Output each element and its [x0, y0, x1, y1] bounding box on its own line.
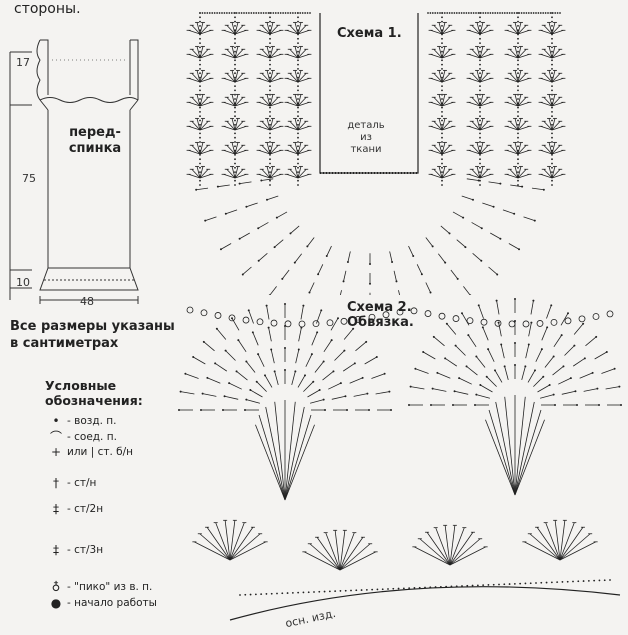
top-text: стороны.: [14, 1, 81, 17]
legend-item-text: - "пико" из в. п.: [67, 581, 153, 593]
scheme1-chart: [186, 12, 566, 295]
garment-label-line1: перед-: [69, 125, 121, 140]
legend-item-text: - ст/2н: [67, 503, 104, 515]
legend-item: ● - начало работы: [45, 596, 157, 610]
scheme2-title-line1: Схема 2.: [347, 300, 412, 315]
dot-icon: •: [52, 414, 60, 428]
slip-stitch-icon: ⌒: [49, 430, 62, 444]
legend-item: ♁ - "пико" из в. п.: [45, 580, 153, 594]
sizes-note: Все размеры указаны в сантиметрах: [10, 318, 175, 352]
fabric-label-line3: ткани: [350, 144, 382, 155]
scheme2-title: Схема 2. Обвязка.: [347, 300, 414, 330]
garment-outline: [9, 39, 139, 304]
scheme2-chart: [178, 298, 622, 621]
legend-item: ‡ - ст/2н: [45, 502, 103, 516]
sizes-note-line2: в сантиметрах: [10, 336, 119, 351]
legend-title-line2: обозначения:: [45, 393, 143, 408]
sizes-note-line1: Все размеры указаны: [10, 319, 175, 334]
legend-item-text: - ст/н: [67, 477, 97, 489]
fabric-label-line2: из: [360, 132, 372, 143]
legend-item-text: - ст/3н: [67, 544, 104, 556]
legend-item-text: или | ст. б/н: [67, 446, 134, 458]
legend: Условные обозначения: • - возд. п. ⌒ - с…: [45, 378, 205, 610]
dim-body: 75: [22, 172, 36, 185]
legend-item-text: - начало работы: [67, 597, 157, 609]
picot-icon: ♁: [51, 580, 61, 594]
fabric-label: деталь из ткани: [336, 120, 396, 156]
single-crochet-icon: +: [50, 445, 62, 459]
legend-item: • - возд. п.: [45, 414, 116, 428]
legend-item: ‡ - ст/3н: [45, 543, 103, 557]
garment-label: перед- спинка: [60, 125, 130, 157]
legend-item: ⌒ - соед. п.: [45, 428, 117, 445]
legend-item-text: - соед. п.: [67, 430, 117, 443]
scheme2-title-line2: Обвязка.: [347, 315, 414, 330]
start-dot-icon: ●: [50, 596, 62, 610]
legend-item: † - ст/н: [45, 476, 96, 490]
scheme1-title: Схема 1.: [337, 26, 402, 41]
dim-top: 17: [16, 56, 30, 69]
treble-crochet-icon: ‡: [53, 502, 59, 516]
legend-item: + или | ст. б/н: [45, 445, 133, 459]
dim-width: 48: [80, 295, 94, 308]
legend-title: Условные обозначения:: [45, 378, 205, 408]
double-crochet-icon: †: [53, 476, 59, 490]
triple-crochet-icon: ‡: [53, 543, 59, 557]
garment-label-line2: спинка: [68, 141, 122, 156]
fabric-label-line1: деталь: [347, 120, 385, 131]
legend-title-line1: Условные: [45, 378, 117, 393]
dim-hem: 10: [16, 276, 30, 289]
legend-item-text: - возд. п.: [67, 415, 117, 427]
